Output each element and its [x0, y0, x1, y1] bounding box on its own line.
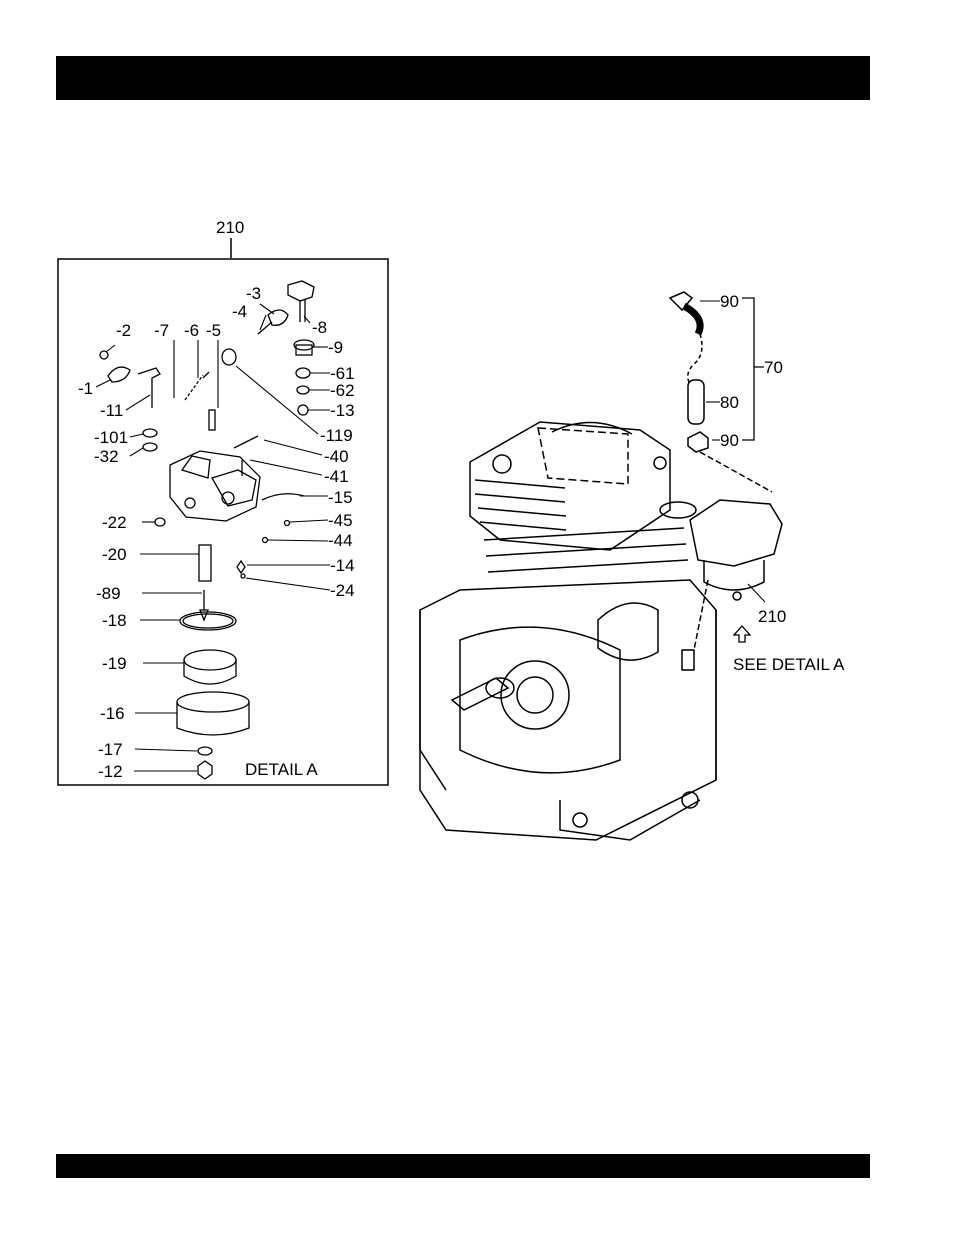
callout-7: -7	[154, 321, 169, 340]
assembly-210-label: 210	[216, 218, 244, 237]
callout-89: -89	[96, 584, 121, 603]
callout-80: 80	[720, 393, 739, 412]
callout-20: -20	[102, 545, 127, 564]
callout-90-bottom: 90	[720, 431, 739, 450]
callout-210-engine: 210	[758, 607, 786, 626]
hollow-up-arrow-icon	[734, 626, 750, 642]
callout-45: -45	[328, 511, 353, 530]
engine-view: 90 70 80 90 210 SEE DETAIL A	[420, 292, 845, 840]
callout-44: -44	[328, 531, 353, 550]
callout-17: -17	[98, 740, 123, 759]
callout-15: -15	[328, 488, 353, 507]
callout-40: -40	[324, 447, 349, 466]
callout-12: -12	[98, 762, 123, 781]
callout-62: -62	[330, 381, 355, 400]
callout-22: -22	[102, 513, 127, 532]
callout-41: -41	[324, 467, 349, 486]
callout-32: -32	[94, 447, 119, 466]
callout-3: -3	[246, 284, 261, 303]
callout-6: -6	[184, 321, 199, 340]
callout-13: -13	[330, 401, 355, 420]
callout-90-top: 90	[720, 292, 739, 311]
callout-70: 70	[764, 358, 783, 377]
callout-2: -2	[116, 321, 131, 340]
callout-5: -5	[206, 321, 221, 340]
callout-14: -14	[330, 556, 355, 575]
callout-24: -24	[330, 581, 355, 600]
detail-a-caption: DETAIL A	[245, 760, 318, 779]
callout-119: -119	[320, 426, 353, 445]
callout-9: -9	[328, 338, 343, 357]
callout-1: -1	[78, 379, 93, 398]
callout-19: -19	[102, 654, 127, 673]
detail-a-panel: 210	[58, 218, 388, 785]
engine-drawing	[420, 292, 782, 840]
callout-8: -8	[312, 318, 327, 337]
carburetor-exploded-drawing	[100, 281, 314, 779]
callout-11: -11	[100, 401, 123, 420]
callout-18: -18	[102, 611, 127, 630]
see-detail-a-label: SEE DETAIL A	[733, 655, 845, 674]
callout-101: -101	[94, 428, 128, 447]
callout-4: -4	[232, 302, 247, 321]
callout-16: -16	[100, 704, 125, 723]
